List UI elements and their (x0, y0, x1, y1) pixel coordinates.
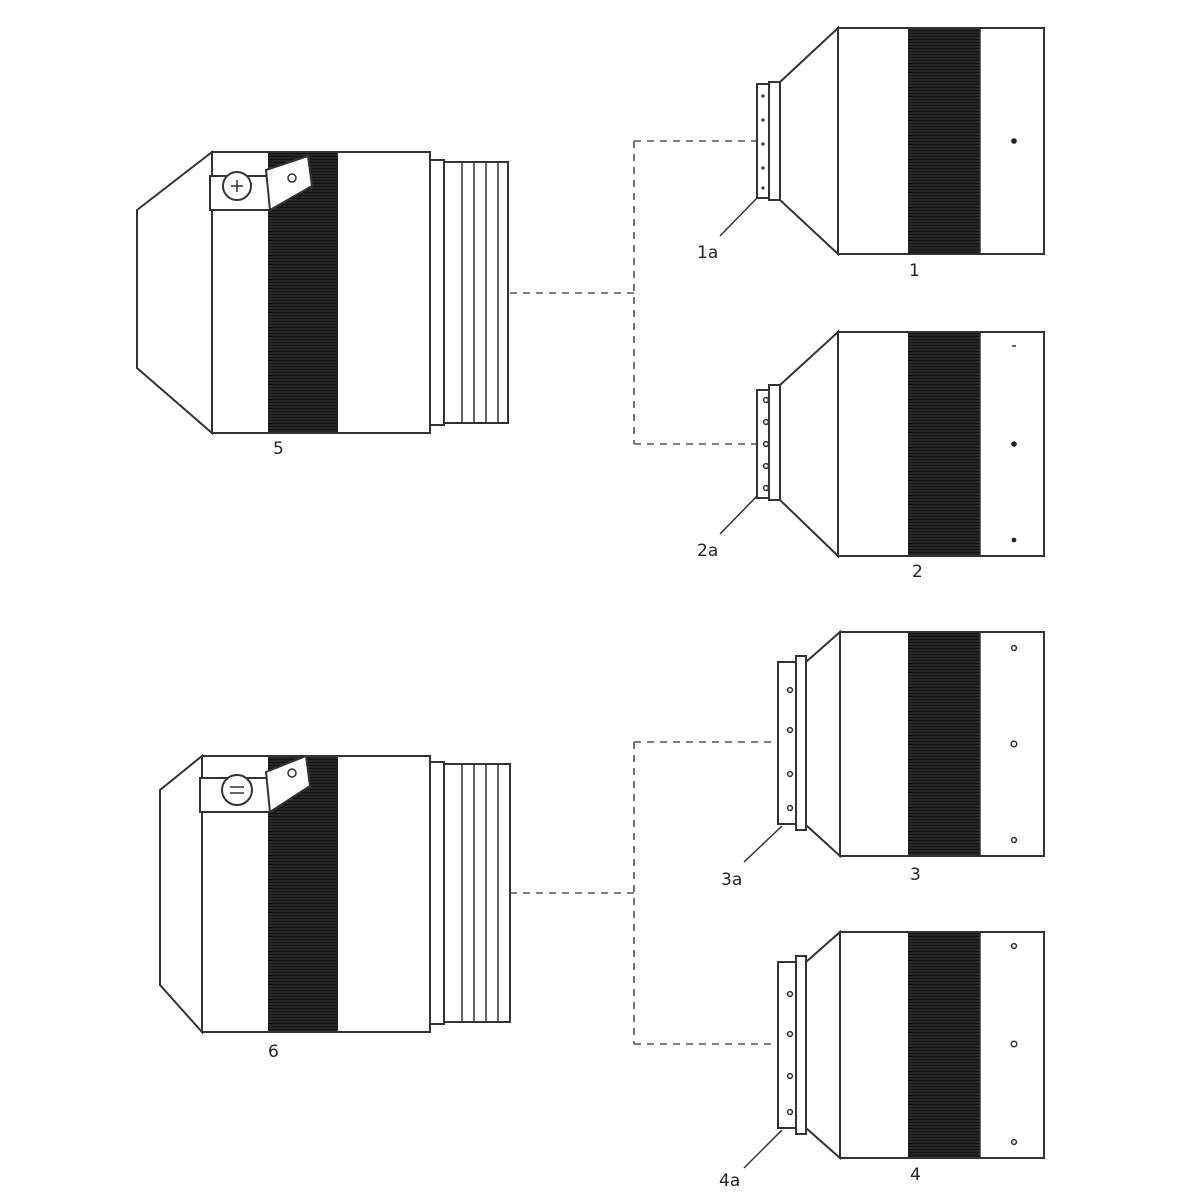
label-part-5: 5 (273, 439, 284, 459)
part-6-shield-cap: 6 (159, 753, 511, 1062)
label-part-6: 6 (268, 1042, 279, 1062)
label-part-3: 3 (910, 865, 921, 885)
part-5-shield-cap: 5 (136, 149, 509, 459)
screw-terminal (209, 154, 314, 212)
label-part-2a: 2a (697, 541, 718, 561)
thread-rings (443, 763, 511, 1023)
connector-lines-bottom (510, 741, 778, 1045)
label-part-2: 2 (912, 562, 923, 582)
knurled-band (908, 933, 980, 1157)
part-2-nozzle: 2a 2 (697, 329, 1045, 582)
knurled-band (908, 29, 980, 253)
label-part-3a: 3a (721, 870, 742, 890)
label-part-4a: 4a (719, 1171, 740, 1191)
knurled-band (908, 333, 980, 555)
part-3-nozzle: 3a 3 (721, 629, 1045, 890)
thread-rings (443, 161, 509, 424)
label-part-1a: 1a (697, 243, 718, 263)
screw-terminal (199, 754, 312, 814)
label-part-4: 4 (910, 1165, 921, 1185)
knurled-band (908, 633, 980, 855)
connector-lines-top (510, 140, 756, 445)
part-4-nozzle: 4a 4 (719, 929, 1045, 1191)
part-1-nozzle: 1a 1 (697, 25, 1045, 281)
label-part-1: 1 (909, 261, 920, 281)
